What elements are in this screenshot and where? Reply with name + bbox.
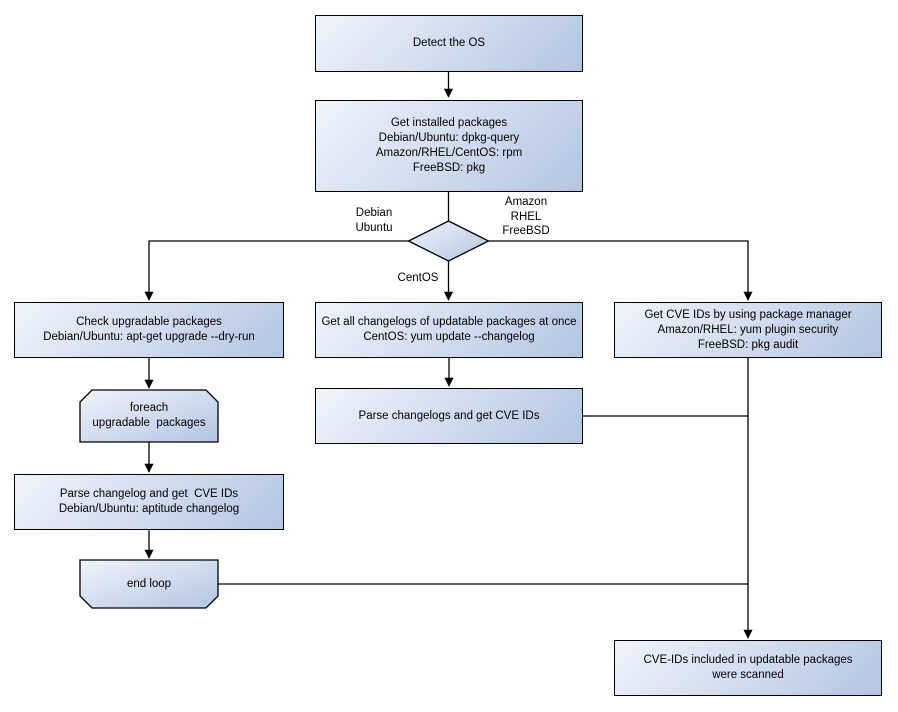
edge-label-centos: CentOS: [397, 272, 439, 284]
edge-label-debian-ubuntu: Debian Ubuntu: [355, 207, 393, 234]
node-get-all-changelogs: Get all changelogs of updatable packages…: [315, 302, 583, 358]
node-parse-changelog-debian: Parse changelog and get CVE IDs Debian/U…: [14, 474, 284, 530]
node-get-cve-ids-pkg-manager: Get CVE IDs by using package manager Ama…: [614, 302, 882, 358]
node-get-installed-packages: Get installed packages Debian/Ubuntu: dp…: [315, 100, 583, 192]
decision-os-diamond: [407, 220, 490, 262]
node-check-upgradable-packages: Check upgradable packages Debian/Ubuntu:…: [14, 302, 284, 358]
node-result-scanned: CVE-IDs included in updatable packages w…: [614, 640, 882, 696]
node-parse-changelogs-centos: Parse changelogs and get CVE IDs: [315, 388, 583, 444]
connector-decision-to-pkgmgr: [488, 240, 753, 301]
node-detect-os: Detect the OS: [315, 15, 583, 72]
end-loop-shape: [79, 559, 219, 609]
connector-decision-to-check: [144, 240, 409, 301]
edge-label-amazon-rhel-freebsd: Amazon RHEL FreeBSD: [502, 196, 550, 237]
foreach-loop-shape: [79, 389, 219, 443]
